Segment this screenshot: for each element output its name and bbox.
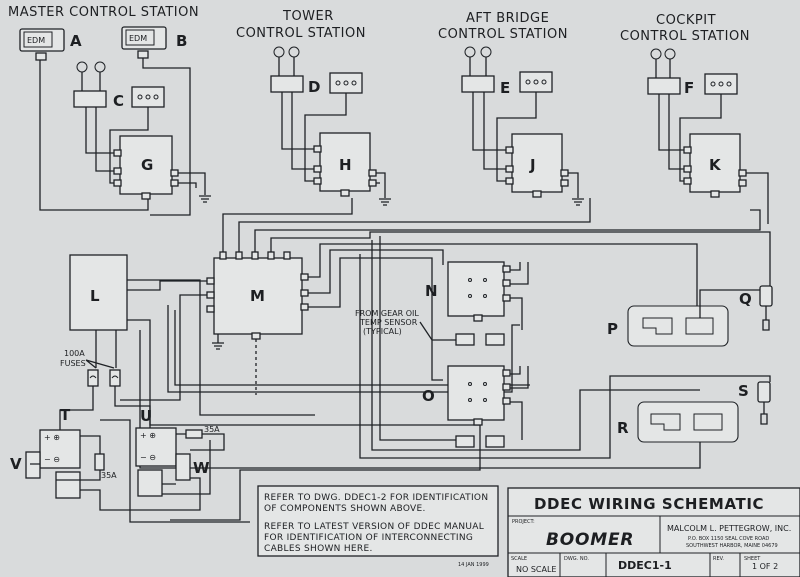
dwg-number: DDEC1-1 (618, 559, 672, 572)
sheet-number: 1 OF 2 (752, 562, 778, 571)
battery-t: + ⊕ − ⊖ (39, 429, 81, 499)
sensor-note-line1: FROM GEAR OIL (355, 309, 419, 318)
control-levers-tower (270, 46, 304, 110)
station-wiring (39, 58, 769, 224)
component-label-w: W (193, 459, 210, 477)
rev-label: REV. (713, 556, 724, 562)
component-label-g: G (141, 156, 153, 174)
fuses-label-line2: FUSES (60, 359, 86, 368)
drawing-title: DDEC WIRING SCHEMATIC (534, 495, 764, 513)
project-name: BOOMER (546, 530, 634, 550)
svg-text:+ ⊕: + ⊕ (44, 433, 60, 442)
notes-box (257, 485, 499, 557)
cockpit-station-title-line1: COCKPIT (656, 13, 716, 28)
note-line3: REFER TO LATEST VERSION OF DDEC MANUAL (264, 522, 484, 532)
sheet-label: SHEET (744, 556, 761, 562)
edm-display-b: EDM (121, 26, 167, 59)
fuse-2 (109, 369, 121, 387)
scale-label: SCALE (511, 556, 527, 562)
edm-label-b: EDM (129, 34, 147, 43)
display-panel-r (637, 401, 739, 443)
master-station-title: MASTER CONTROL STATION (8, 5, 199, 20)
tower-station-title-line2: CONTROL STATION (236, 26, 366, 41)
title-block (507, 487, 800, 577)
component-label-d: D (308, 78, 320, 96)
svg-text:− ⊖: − ⊖ (140, 453, 156, 462)
keypad-f (704, 73, 738, 95)
battery-wiring (30, 386, 225, 511)
aft-bridge-station-title-line1: AFT BRIDGE (466, 11, 549, 26)
component-label-n: N (425, 282, 438, 300)
interface-module-n (447, 261, 529, 346)
station-module-k (683, 133, 747, 198)
aft-bridge-station-title-line2: CONTROL STATION (438, 27, 568, 42)
dwg-label: DWG. NO. (564, 556, 589, 562)
station-module-h (313, 132, 377, 197)
component-label-o: O (422, 387, 435, 405)
fuse-35a-left (94, 453, 105, 471)
project-label: PROJECT: (512, 519, 535, 525)
company-name: MALCOLM L. PETTEGROW, INC. (667, 524, 791, 533)
ground-m (212, 334, 224, 350)
sensor-note-line2: TEMP SENSOR (359, 318, 418, 327)
component-label-v: V (10, 455, 22, 473)
edm-display-a: EDM (19, 28, 65, 61)
fuses-label-line1: 100A (64, 349, 85, 358)
component-label-h: H (339, 156, 352, 174)
scale-value: NO SCALE (516, 565, 556, 574)
component-label-l: L (90, 287, 100, 305)
display-panel-p (627, 289, 765, 347)
control-levers-aft (461, 46, 495, 112)
note-line2: OF COMPONENTS SHOWN ABOVE. (264, 504, 426, 514)
amp-label-35a-top: 35A (204, 425, 220, 434)
switch-v (25, 451, 41, 479)
cockpit-station-title-line2: CONTROL STATION (620, 29, 750, 44)
sensor-leader (419, 321, 456, 341)
keypad-c (131, 86, 165, 108)
component-label-r: R (617, 419, 629, 437)
control-levers-cockpit (647, 48, 681, 112)
switch-w (175, 453, 191, 481)
fuse-leader (85, 359, 115, 369)
station-module-j (505, 133, 569, 198)
sensor-q (759, 285, 773, 331)
component-label-b: B (176, 32, 187, 50)
component-label-q: Q (739, 290, 752, 308)
component-label-c: C (113, 92, 124, 110)
svg-text:− ⊖: − ⊖ (44, 455, 60, 464)
component-label-u: U (140, 407, 152, 425)
component-label-p: P (607, 320, 618, 338)
interface-module-o (447, 365, 529, 448)
component-label-f: F (684, 79, 694, 97)
component-label-j: J (529, 156, 536, 174)
drawing-date: 14 JAN 1999 (458, 562, 489, 568)
company-address-2: SOUTHWEST HARBOR, MAINE 04679 (686, 543, 778, 549)
component-label-k: K (709, 156, 722, 174)
station-module-g (113, 135, 179, 200)
note-line1: REFER TO DWG. DDEC1-2 FOR IDENTIFICATION (264, 493, 488, 503)
component-label-e: E (500, 79, 510, 97)
sensor-s (757, 381, 771, 425)
keypad-e (519, 71, 553, 93)
note-line4: FOR IDENTIFICATION OF INTERCONNECTING (264, 533, 473, 543)
edm-label-a: EDM (27, 36, 45, 45)
component-label-s: S (738, 382, 749, 400)
amp-label-35a-left: 35A (101, 471, 117, 480)
note-line5: CABLES SHOWN HERE. (264, 544, 373, 554)
sensor-note-line3: (TYPICAL) (363, 327, 402, 336)
tower-station-title-line1: TOWER (282, 9, 334, 24)
fuse-1 (87, 369, 99, 387)
fuse-35a-top (185, 429, 203, 439)
junction-box-l (69, 254, 128, 331)
keypad-d (329, 72, 363, 94)
component-label-t: T (60, 406, 71, 424)
component-label-a: A (70, 32, 82, 50)
battery-u: + ⊕ − ⊖ (135, 427, 177, 497)
company-address-1: P.O. BOX 1150 SEAL COVE ROAD (688, 536, 769, 542)
component-label-m: M (250, 287, 265, 305)
ecm-module-m (206, 251, 309, 340)
svg-text:+ ⊕: + ⊕ (140, 431, 156, 440)
control-levers-master (73, 61, 107, 120)
